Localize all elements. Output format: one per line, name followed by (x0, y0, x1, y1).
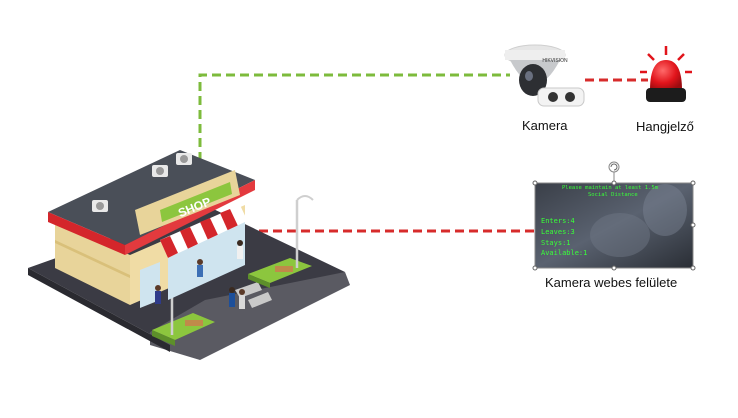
siren-label: Hangjelző (636, 119, 694, 134)
web-interface-label: Kamera webes felülete (545, 275, 678, 290)
screen-leaves: Leaves:3 (541, 228, 575, 236)
screen-header-line2: Social Distance (588, 192, 638, 198)
web-interface-screen (532, 161, 696, 271)
shop-awning (160, 205, 248, 258)
screen-available: Available:1 (541, 249, 588, 257)
shop-building (48, 150, 255, 308)
roof-vent (92, 153, 192, 212)
camera-brand: HIKVISION (542, 58, 568, 64)
screen-stays: Stays:1 (541, 239, 571, 247)
camera-label: Kamera (522, 118, 568, 133)
screen-enters: Enters:4 (541, 217, 575, 225)
pedestrians (155, 240, 245, 309)
siren-icon (640, 46, 692, 102)
screen-header-line1: Please maintain at least 1.5m (562, 185, 659, 191)
camera-icon (504, 44, 585, 107)
